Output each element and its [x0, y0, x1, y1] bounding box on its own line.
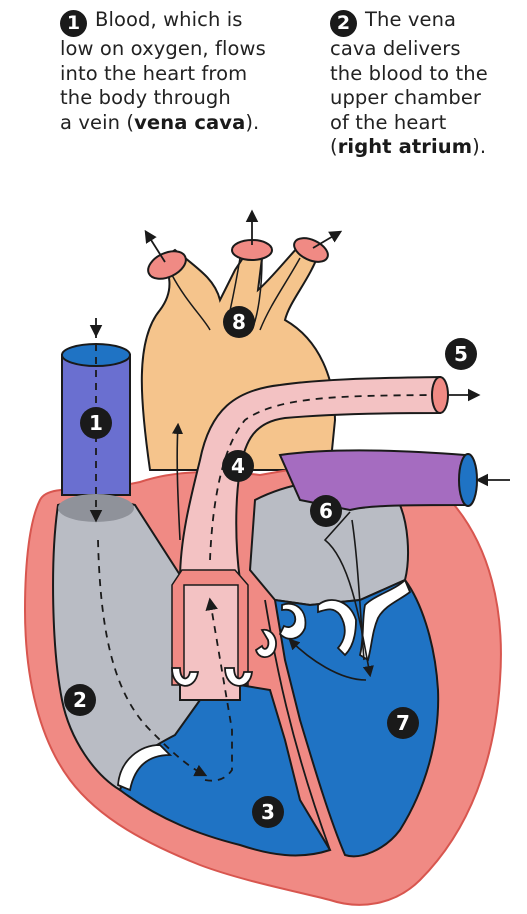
marker-8: 8 [223, 306, 255, 338]
marker-2-label: 2 [73, 688, 87, 712]
marker-7: 7 [387, 707, 419, 739]
marker-8-label: 8 [232, 310, 246, 334]
marker-3: 3 [252, 796, 284, 828]
marker-7-label: 7 [396, 711, 410, 735]
marker-1: 1 [80, 407, 112, 439]
marker-6-label: 6 [319, 499, 333, 523]
marker-6: 6 [310, 495, 342, 527]
marker-1-label: 1 [89, 411, 103, 435]
marker-4: 4 [222, 450, 254, 482]
marker-2: 2 [64, 684, 96, 716]
marker-5-label: 5 [454, 342, 468, 366]
flow-arrow-branch-right [313, 232, 340, 248]
marker-4-label: 4 [231, 454, 245, 478]
pulmonary-vein [280, 450, 477, 510]
marker-5: 5 [445, 338, 477, 370]
marker-3-label: 3 [261, 800, 275, 824]
